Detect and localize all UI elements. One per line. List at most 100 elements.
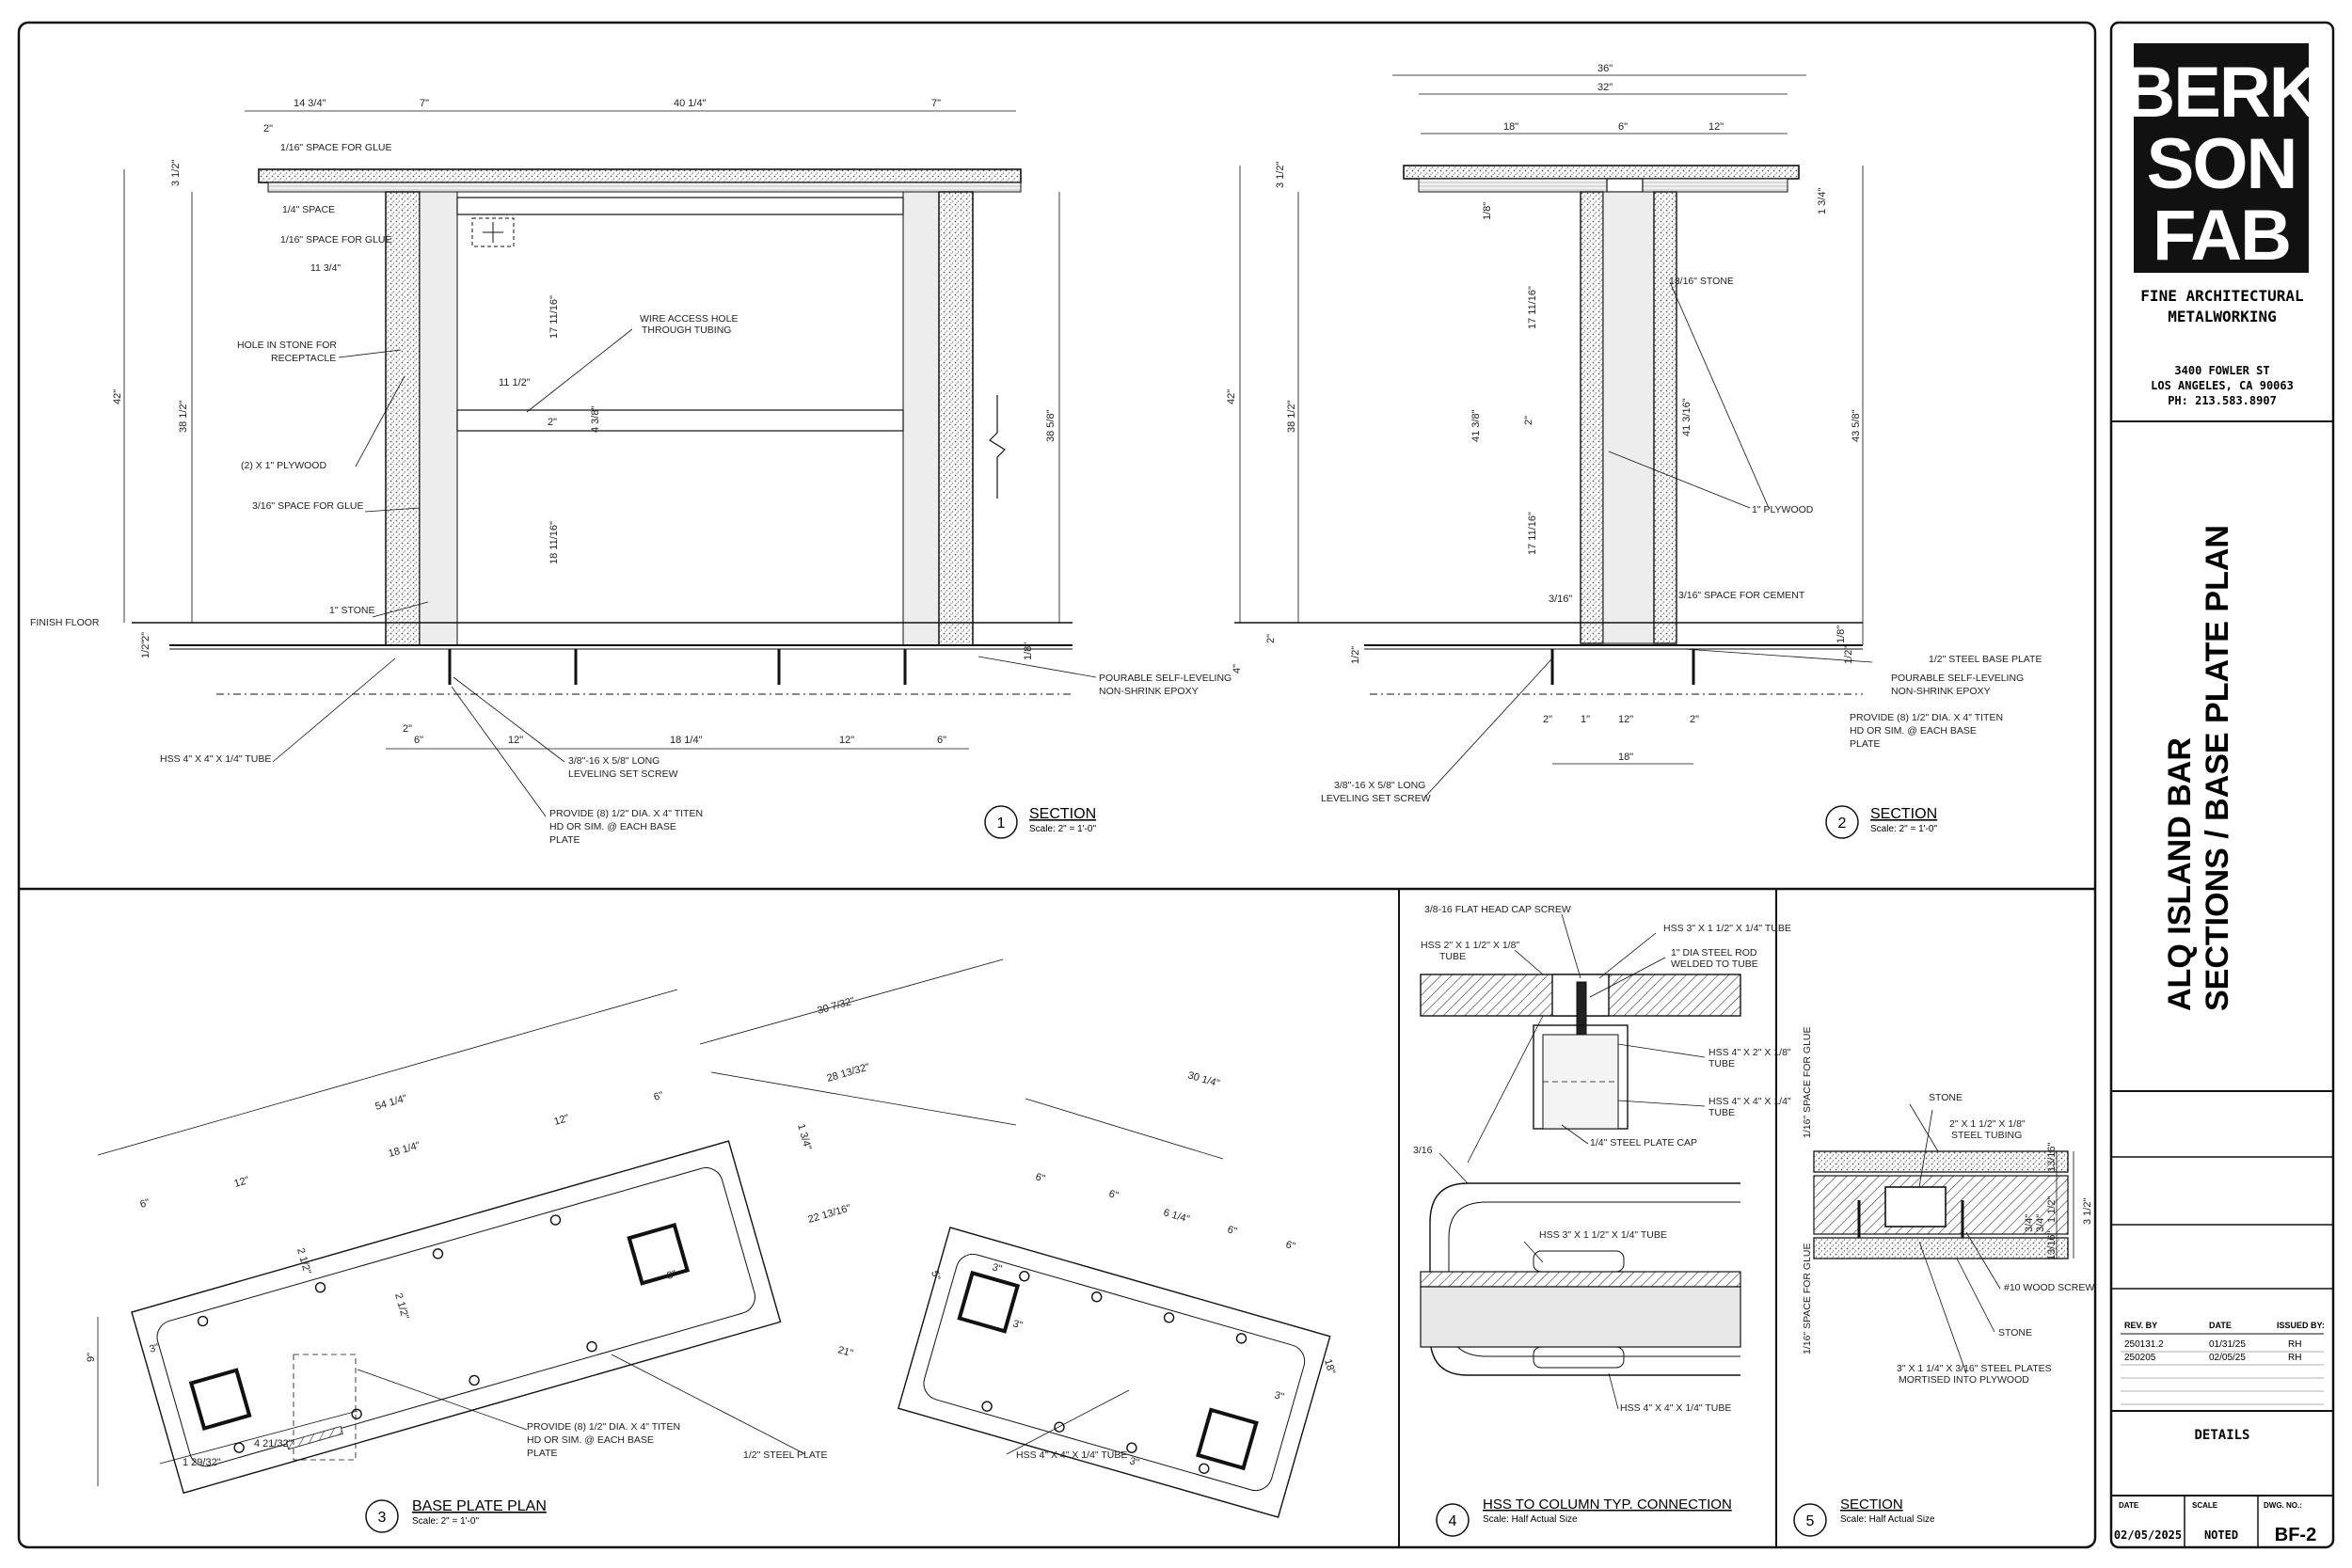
p3-dim-12: 1 3/4" bbox=[795, 1123, 813, 1152]
view-3-scale: Scale: 2" = 1'-0" bbox=[412, 1516, 479, 1527]
date-label: DATE bbox=[2119, 1501, 2139, 1510]
p3-dim-3: 28 13/32" bbox=[826, 1061, 871, 1084]
s1-inner-dim-1: 17 11/16" bbox=[548, 295, 560, 339]
s2-inner-dim-8: 1 3/4" bbox=[1817, 188, 1828, 214]
d4-note-weld: 3/16 bbox=[1413, 1145, 1433, 1156]
d5-note-glue-bottom: 1/16" SPACE FOR GLUE bbox=[1802, 1243, 1813, 1355]
p3-dim-25: 3" bbox=[149, 1342, 161, 1355]
s1-inner-dim-4: 4 3/8" bbox=[590, 406, 601, 433]
s1-inner-dim-6: 38 5/8" bbox=[1045, 409, 1057, 442]
p3-dim-21: 6" bbox=[1284, 1239, 1296, 1252]
s1-note-glue-1: 1/16" SPACE FOR GLUE bbox=[280, 142, 392, 153]
d5-dim-4: 3/4" bbox=[2024, 1214, 2035, 1232]
s2-inner-dim-3: 41 3/8" bbox=[1470, 409, 1482, 442]
d5-note-plates-1: 3" X 1 1/4" X 3/16" STEEL PLATES bbox=[1897, 1363, 2052, 1374]
p3-dim-9: 12" bbox=[233, 1175, 251, 1190]
d4-note-hss-4x4-lower: HSS 4" X 4" X 1/4" TUBE bbox=[1620, 1402, 1731, 1414]
p3-dim-1: 54 1/4" bbox=[374, 1093, 409, 1113]
p3-dim-18: 6 1/4" bbox=[1162, 1207, 1191, 1225]
section-1-view bbox=[123, 110, 1097, 817]
p3-dim-7: 6" bbox=[653, 1090, 665, 1103]
sheet-title: SECTIONS / BASE PLATE PLAN bbox=[2200, 525, 2235, 1011]
s2-inner-dim-10: 1/8" bbox=[1836, 626, 1847, 643]
p3-plate-note: 1/2" STEEL PLATE bbox=[743, 1449, 828, 1461]
d5-dim-6: 13/16" bbox=[2046, 1230, 2058, 1260]
s2-inner-dim-1: 1/8" bbox=[1482, 202, 1493, 220]
s2-anchor-note-2: HD OR SIM. @ EACH BASE bbox=[1850, 725, 1977, 736]
p3-dim-27: 4 21/32" bbox=[254, 1438, 293, 1449]
s2-bottom-dim-1: 2" bbox=[1543, 714, 1552, 725]
d4-note-cap-screw: 3/8-16 FLAT HEAD CAP SCREW bbox=[1424, 904, 1571, 915]
rev-header-by: REV. BY bbox=[2124, 1321, 2157, 1330]
s2-screw-note-1: 3/8"-16 X 5/8" LONG bbox=[1334, 780, 1425, 791]
s2-vdim-1: 3 1/2" bbox=[1275, 162, 1286, 188]
p3-dim-16: 18" bbox=[1322, 1358, 1337, 1376]
s1-inner-dim-2: 11 1/2" bbox=[499, 377, 531, 388]
rev-row-1-rev: 250131.2 bbox=[2124, 1339, 2164, 1350]
project-title: ALQ ISLAND BAR bbox=[2162, 737, 2198, 1011]
s1-dim-top-1: 14 3/4" bbox=[294, 98, 326, 109]
main-drawing-frame bbox=[17, 21, 2097, 1549]
s1-inner-dim-5: 18 11/16" bbox=[548, 521, 560, 564]
rev-header-issued: ISSUED BY: bbox=[2277, 1321, 2325, 1330]
date-value: 02/05/2025 bbox=[2114, 1528, 2182, 1542]
d5-dim-2: 1 1/2" bbox=[2046, 1196, 2058, 1223]
s2-ply-note: 1" PLYWOOD bbox=[1752, 504, 1814, 515]
s2-epoxy-note-2: NON-SHRINK EPOXY bbox=[1891, 686, 1991, 697]
address-line-1: 3400 FOWLER ST bbox=[2174, 364, 2269, 377]
s2-dim-top-2: 32" bbox=[1597, 82, 1613, 93]
s2-stone-note: 13/16" STONE bbox=[1669, 276, 1734, 287]
view-1-number: 1 bbox=[997, 816, 1006, 832]
view-5-title: SECTION bbox=[1840, 1497, 1903, 1513]
s2-dim-top-5: 12" bbox=[1708, 121, 1724, 133]
s2-inner-dim-2: 17 11/16" bbox=[1527, 286, 1538, 329]
p3-anchor-note-1: PROVIDE (8) 1/2" DIA. X 4" TITEN bbox=[527, 1421, 680, 1433]
detail-4-view bbox=[1420, 913, 1741, 1410]
s1-epoxy-note-1: POURABLE SELF-LEVELING bbox=[1099, 673, 1232, 684]
s2-vdim-5: 4" bbox=[1232, 664, 1243, 673]
p3-dim-10: 3" bbox=[666, 1269, 678, 1282]
p3-dim-29: 2 1/2" bbox=[294, 1247, 312, 1276]
logo-line-1: BERK bbox=[2123, 53, 2320, 133]
company-logo: BERK SON FAB bbox=[2123, 43, 2323, 276]
p3-anchor-note-2: HD OR SIM. @ EACH BASE bbox=[527, 1434, 654, 1446]
s1-wire-note-2: THROUGH TUBING bbox=[642, 325, 731, 336]
p3-dim-28: 9" bbox=[86, 1353, 97, 1362]
s2-inner-dim-5: 17 11/16" bbox=[1527, 512, 1538, 555]
s2-inner-dim-9: 3/16" bbox=[1549, 594, 1572, 605]
d4-note-hss-4x2-tube: TUBE bbox=[1708, 1058, 1735, 1069]
d4-note-hss-3x1-lower: HSS 3" X 1 1/2" X 1/4" TUBE bbox=[1539, 1229, 1667, 1241]
s2-inner-dim-4: 2" bbox=[1523, 416, 1534, 425]
rev-row-2-by: RH bbox=[2288, 1353, 2301, 1363]
detail-5-view bbox=[1813, 1103, 2074, 1374]
d4-note-hss-4x2: HSS 4" X 2" X 1/8" bbox=[1708, 1047, 1791, 1058]
s1-bottom-dim-4: 18 1/4" bbox=[670, 735, 703, 746]
s1-screw-note-2: LEVELING SET SCREW bbox=[568, 768, 678, 780]
p3-dim-23: 3" bbox=[1011, 1318, 1024, 1331]
d5-note-stone-top: STONE bbox=[1929, 1092, 1963, 1103]
s1-vdim-5: 2" bbox=[140, 632, 151, 641]
p3-dim-11: 22 13/16" bbox=[807, 1202, 852, 1225]
d4-note-rod-2: WELDED TO TUBE bbox=[1671, 958, 1758, 970]
s1-note-glue-3: 3/16" SPACE FOR GLUE bbox=[252, 500, 364, 512]
d4-note-hss-4x4-tube: TUBE bbox=[1708, 1107, 1735, 1118]
p3-dim-13: 21" bbox=[836, 1344, 854, 1359]
s2-vdim-6: 1/2" bbox=[1350, 646, 1361, 664]
logo-line-3: FAB bbox=[2153, 196, 2290, 276]
s1-anchor-note-2: HD OR SIM. @ EACH BASE bbox=[549, 821, 676, 832]
p3-dim-19: 6" bbox=[1107, 1188, 1120, 1201]
s1-vdim-1: 3 1/2" bbox=[170, 160, 182, 186]
s1-screw-note-1: 3/8"-16 X 5/8" LONG bbox=[568, 755, 660, 767]
s2-screw-note-2: LEVELING SET SCREW bbox=[1321, 793, 1431, 804]
view-3-label: 3 BASE PLATE PLAN Scale: 2" = 1'-0" bbox=[365, 1498, 547, 1533]
d4-note-hss-2x1: HSS 2" X 1 1/2" X 1/8" bbox=[1421, 940, 1519, 951]
d4-note-plate-cap: 1/4" STEEL PLATE CAP bbox=[1590, 1137, 1697, 1148]
s1-bottom-dim-2: 6" bbox=[414, 735, 423, 746]
s2-bottom-dim-5: 18" bbox=[1618, 752, 1633, 763]
s1-bottom-dim-5: 12" bbox=[839, 735, 854, 746]
s2-steel-note: 1/2" STEEL BASE PLATE bbox=[1929, 654, 2042, 665]
p3-dim-26: 1 29/32" bbox=[183, 1457, 221, 1468]
p3-dim-24: 3" bbox=[1273, 1389, 1285, 1402]
s1-inner-dim-3: 2" bbox=[548, 417, 557, 428]
s2-vdim-3: 38 1/2" bbox=[1286, 400, 1297, 433]
